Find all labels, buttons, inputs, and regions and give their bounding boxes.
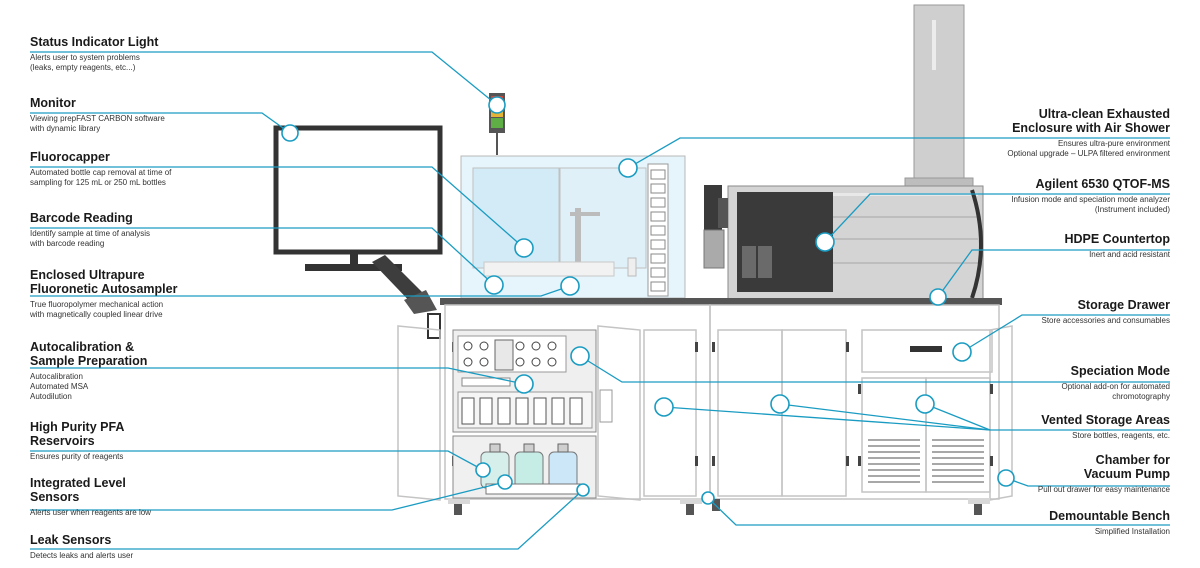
callout-title: HDPE Countertop [910,232,1170,246]
callout-title: Fluorocapper [30,150,260,164]
callout-description: Store bottles, reagents, etc. [910,431,1170,441]
callout-description: Alerts user to system problems(leaks, em… [30,53,260,73]
drawer-handle [910,346,942,352]
callout-title: Agilent 6530 QTOF-MS [910,177,1170,191]
callout-title: Monitor [30,96,260,110]
callout-description: Infusion mode and speciation mode analyz… [910,195,1170,215]
callout-speciation-mode: Speciation Mode Optional add-on for auto… [910,364,1170,402]
callout-title: Autocalibration &Sample Preparation [30,340,260,368]
callout-demountable-bench: Demountable Bench Simplified Installatio… [910,509,1170,537]
callout-status-indicator-light: Status Indicator Light Alerts user to sy… [30,35,260,73]
callout-title: Demountable Bench [910,509,1170,523]
callout-title: Barcode Reading [30,211,260,225]
callout-fluorocapper: Fluorocapper Automated bottle cap remova… [30,150,260,188]
callout-title: Leak Sensors [30,533,260,547]
callout-vented-storage: Vented Storage Areas Store bottles, reag… [910,413,1170,441]
callout-hdpe-countertop: HDPE Countertop Inert and acid resistant [910,232,1170,260]
callout-storage-drawer: Storage Drawer Store accessories and con… [910,298,1170,326]
callout-description: Alerts user when reagents are low [30,508,260,518]
callout-monitor: Monitor Viewing prepFAST CARBON software… [30,96,260,134]
callout-description: Ensures purity of reagents [30,452,260,462]
callout-barcode-reading: Barcode Reading Identify sample at time … [30,211,260,249]
callout-qtof-ms: Agilent 6530 QTOF-MS Infusion mode and s… [910,177,1170,215]
callout-description: Detects leaks and alerts user [30,551,260,561]
callout-description: Pull out drawer for easy maintenance [910,485,1170,495]
callout-title: Status Indicator Light [30,35,260,49]
callout-autocalibration: Autocalibration &Sample Preparation Auto… [30,340,260,402]
callout-description: Store accessories and consumables [910,316,1170,326]
callout-description: Inert and acid resistant [910,250,1170,260]
callout-title: Storage Drawer [910,298,1170,312]
callout-title: Vented Storage Areas [910,413,1170,427]
callout-description: Simplified Installation [910,527,1170,537]
callout-leak-sensors: Leak Sensors Detects leaks and alerts us… [30,533,260,561]
reservoir-shelf [453,436,596,498]
callout-title: Speciation Mode [910,364,1170,378]
monitor [276,128,440,338]
